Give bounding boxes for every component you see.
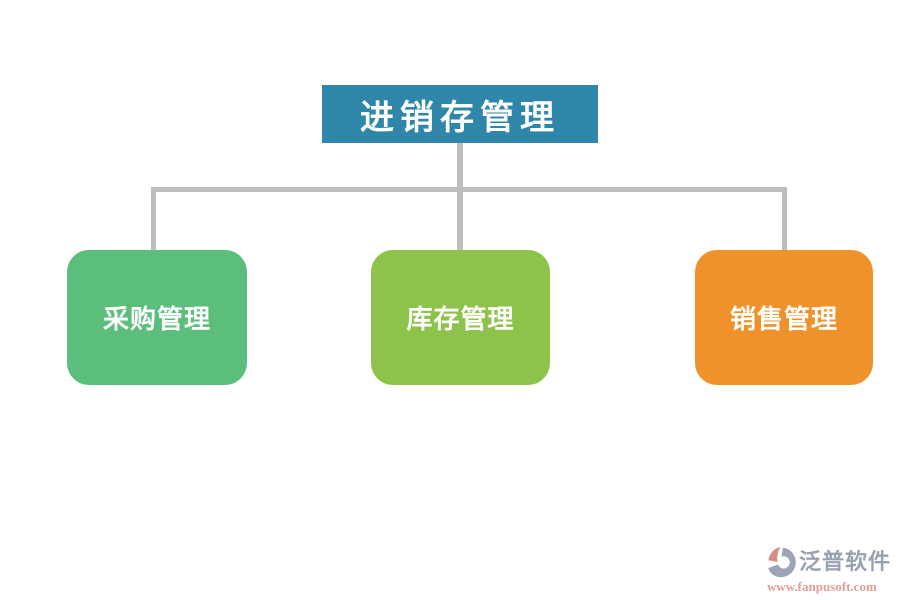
watermark: 泛普软件 www.fanpusoft.com: [767, 546, 891, 593]
node-purchase-management: 采购管理: [67, 250, 247, 385]
node-purchase-label: 采购管理: [102, 305, 211, 335]
node-root: 进销存管理: [322, 85, 598, 143]
connector-to-right-child: [782, 187, 787, 250]
watermark-brand-row: 泛普软件: [767, 546, 891, 579]
connector-root-to-center: [457, 143, 463, 251]
node-sales-label: 销售管理: [729, 305, 838, 335]
watermark-url-text: www.fanpusoft.com: [766, 579, 877, 594]
node-sales-management: 销售管理: [695, 250, 873, 385]
node-root-label: 进销存管理: [360, 97, 560, 138]
connector-horizontal: [151, 187, 787, 192]
watermark-brand-text: 泛普软件: [798, 549, 891, 575]
connector-to-left-child: [151, 187, 156, 250]
fanpu-logo-icon: [768, 547, 796, 578]
node-inventory-management: 库存管理: [371, 250, 550, 385]
node-inventory-label: 库存管理: [406, 305, 515, 335]
